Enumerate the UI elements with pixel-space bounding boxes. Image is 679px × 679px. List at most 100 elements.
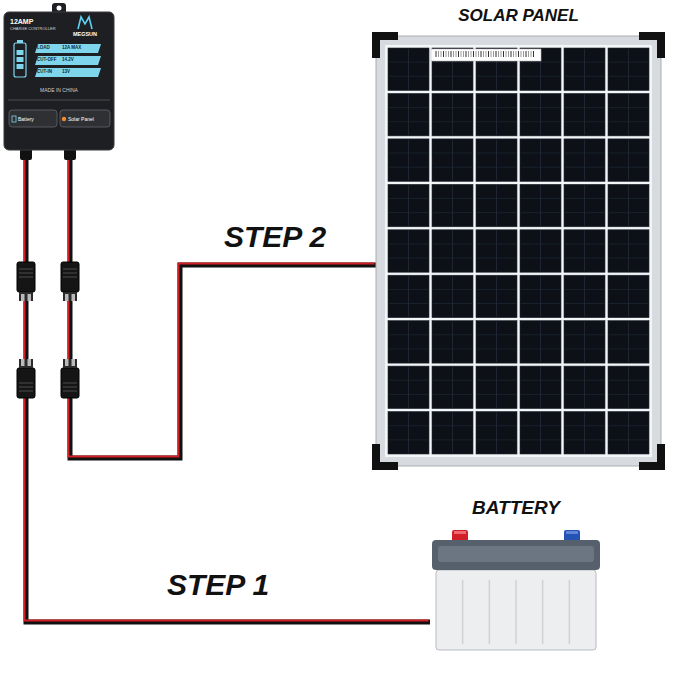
cell-finger (408, 276, 409, 316)
lid-panel (438, 546, 594, 562)
cell-finger (609, 62, 648, 63)
cell-finger (628, 94, 629, 134)
solar-cell (608, 321, 649, 363)
cell-finger (521, 334, 560, 335)
case-rib (569, 580, 571, 644)
cell-finger (565, 121, 604, 122)
cell-finger (609, 425, 648, 426)
cell-finger (609, 107, 648, 108)
cell-finger (540, 413, 541, 453)
panel-frame (376, 36, 661, 466)
brand-logo (78, 17, 92, 29)
spec-name: CUT-IN (37, 70, 52, 75)
cell-finger (389, 380, 428, 381)
spec-value: 13V (62, 70, 70, 75)
solar-cell (608, 93, 649, 135)
cell-finger (452, 367, 453, 407)
solar-cell (564, 412, 605, 454)
cell-finger (408, 94, 409, 134)
negative-wire (70, 150, 376, 458)
product-type: CHARGE CONTROLLER (10, 27, 56, 31)
cell-finger (496, 322, 497, 362)
solar-cell (608, 412, 649, 454)
cell-finger (452, 276, 453, 316)
solar-cell (564, 48, 605, 90)
cell-finger (540, 94, 541, 134)
cell-finger (477, 107, 516, 108)
barcode-bar (438, 51, 439, 57)
cell-finger (628, 276, 629, 316)
cell-finger (584, 94, 585, 134)
cell-finger (565, 334, 604, 335)
cell-finger (433, 167, 472, 168)
cell-finger (433, 439, 472, 440)
cell-finger (389, 153, 428, 154)
corner-bracket (376, 444, 398, 466)
barcode-bar (446, 51, 447, 57)
barcode-bar (451, 51, 452, 57)
battery-lid (432, 540, 600, 570)
positive-wire (25, 149, 429, 621)
solar-cell (476, 275, 517, 317)
barcode-bar (476, 51, 477, 57)
cell-finger (477, 289, 516, 290)
panel-button (60, 110, 110, 127)
cell-finger (521, 243, 560, 244)
cell-finger (452, 413, 453, 453)
battery-heading: BATTERY (472, 498, 560, 517)
cell-finger (521, 303, 560, 304)
solar-cell (432, 412, 473, 454)
cell-finger (477, 425, 516, 426)
cell-finger (609, 303, 648, 304)
cell-finger (408, 49, 409, 89)
cell-finger (565, 289, 604, 290)
serial-sticker (431, 49, 541, 61)
cell-finger (609, 121, 648, 122)
cell-finger (628, 231, 629, 271)
cell-finger (433, 289, 472, 290)
cell-finger (452, 94, 453, 134)
sae-plug (61, 262, 79, 301)
battery: BATTERY (430, 528, 602, 652)
cell-finger (452, 140, 453, 180)
terminal-shine (566, 531, 578, 534)
cell-finger (565, 62, 604, 63)
cell-finger (496, 276, 497, 316)
solar-cell (564, 230, 605, 272)
cell-finger (540, 276, 541, 316)
origin-note-slot: MADE IN CHINA (14, 86, 104, 94)
spec-name: LOAD (37, 46, 50, 51)
positive-wire (69, 149, 375, 457)
controller-body (4, 12, 114, 150)
barcode-bar (501, 51, 502, 57)
solar-cell (564, 139, 605, 181)
barcode-bar (493, 51, 494, 57)
cell-finger (540, 367, 541, 407)
cell-finger (565, 380, 604, 381)
cell-finger (389, 76, 428, 77)
case-rib (515, 580, 517, 644)
cell-finger (521, 425, 560, 426)
barcode-bar (461, 51, 462, 57)
gauge-icon (14, 43, 26, 77)
cell-finger (565, 425, 604, 426)
cell-finger (521, 380, 560, 381)
cell-finger (389, 439, 428, 440)
gauge-level (17, 57, 24, 62)
cell-finger (389, 258, 428, 259)
button-label-slot: Solar Panel (68, 115, 109, 123)
corner-bracket (639, 444, 661, 466)
solar-cell (520, 412, 561, 454)
solar-cell (476, 139, 517, 181)
step-label: STEP 2 (222, 222, 328, 252)
barcode-bar (508, 51, 509, 57)
button-label-slot: Battery (18, 115, 55, 123)
cell-finger (496, 140, 497, 180)
cell-finger (433, 107, 472, 108)
barcode-bar (441, 51, 442, 57)
barcode-bar (518, 51, 519, 57)
battery-icon (12, 116, 16, 122)
panel-cable (69, 149, 377, 459)
solar-cell (608, 139, 649, 181)
